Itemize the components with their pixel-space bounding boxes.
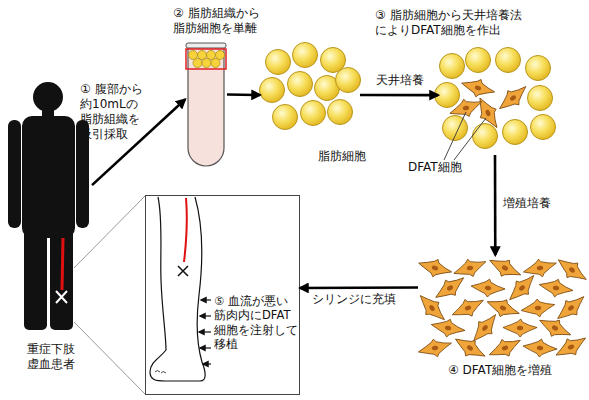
leader-line — [444, 112, 486, 160]
tube-rim — [186, 43, 226, 48]
leg — [50, 225, 73, 330]
node-label: 重症下肢 虚血患者 — [27, 342, 85, 372]
flow-arrow — [227, 93, 260, 96]
ceiling-culture-group — [435, 48, 556, 149]
leg-outline — [150, 197, 205, 381]
flow-arrow — [92, 100, 185, 186]
inset-panel: ⑤ 血流が悪い 筋肉内にDFAT 細胞を注射して 移植 — [145, 195, 300, 395]
node-label: ⑤ 血流が悪い 筋肉内にDFAT 細胞を注射して 移植 — [214, 294, 304, 352]
flow-arrow — [494, 155, 497, 255]
edge-label: ① 腹部から 約10mLの 脂肪組織を 吸引採取 — [80, 82, 160, 142]
node-label: ② 脂肪組織から 脂肪細胞を単離 — [173, 6, 279, 36]
flow-arrow — [300, 286, 418, 289]
fat-layer — [189, 51, 225, 68]
fat-cell-cluster: 脂肪細胞 — [260, 45, 360, 145]
torso — [22, 116, 75, 238]
occlusion-mark — [178, 266, 188, 276]
patient-silhouette — [8, 82, 89, 330]
dfat-culture: ③ 脂肪細胞から天井培養法 によりDFAT細胞を作出DFAT細胞 — [438, 50, 558, 155]
proliferated-cells: ④ DFAT細胞を増殖 — [418, 255, 586, 360]
zoom-lines — [74, 196, 145, 394]
proliferated-cell-group — [414, 252, 589, 365]
patient-figure: 重症下肢 虚血患者 — [5, 80, 92, 332]
node-label: ④ DFAT細胞を増殖 — [448, 363, 552, 378]
leg — [24, 225, 47, 330]
injection-arrows — [199, 300, 211, 364]
ischemic-artery — [62, 238, 63, 290]
edge-label: シリンジに充填 — [312, 292, 396, 307]
cell-label: DFAT細胞 — [408, 160, 462, 175]
toe-lines — [155, 371, 166, 374]
arm — [8, 120, 21, 228]
occlusion-mark — [56, 291, 67, 303]
edge-label: 増殖培養 — [503, 196, 551, 211]
node-label: ③ 脂肪細胞から天井培養法 によりDFAT細胞を作出 — [375, 8, 547, 38]
flow-arrow — [360, 94, 438, 97]
edge-label: 天井培養 — [376, 73, 424, 88]
test-tube: ② 脂肪組織から 脂肪細胞を単離 — [185, 42, 227, 167]
node-label: 脂肪細胞 — [318, 149, 366, 164]
fat-cell-group — [260, 43, 361, 130]
tube-body — [188, 46, 224, 166]
ischemic-artery — [184, 198, 187, 262]
highlight-box — [186, 49, 226, 69]
